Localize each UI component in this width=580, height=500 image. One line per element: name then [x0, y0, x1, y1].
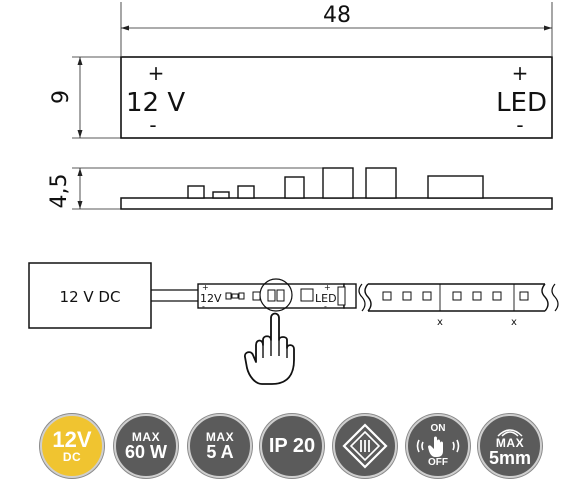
switch-on-label: ON: [430, 423, 446, 434]
voltage-value: 12V: [52, 427, 92, 452]
max-current-badge: MAX 5 A: [188, 414, 252, 478]
controller-input-label: 12V: [200, 292, 222, 305]
feature-badges: 12V DC MAX 60 W MAX 5 A IP 20 ON OFF: [0, 410, 580, 500]
wiring-diagram: 12 V DC + 12V - + LED - x: [28, 262, 559, 385]
output-led-label: LED: [496, 88, 547, 118]
pcb-side-board: [120, 197, 553, 210]
voltage-type: DC: [62, 450, 82, 464]
cut-mark: x: [437, 317, 443, 328]
touch-sensor-highlight: [259, 278, 293, 312]
technical-diagram: 48 9 + 12 V - + LED - 4,5 12 V DC: [28, 2, 559, 385]
max-power-caption: MAX: [131, 430, 161, 444]
output-minus-sign: -: [516, 113, 523, 137]
pointing-hand-icon: [244, 312, 295, 385]
ip-rating-value: IP 20: [268, 435, 316, 457]
input-minus-sign: -: [149, 113, 156, 137]
touch-switch-icon: ON OFF: [406, 414, 470, 478]
svg-text:-: -: [202, 302, 205, 311]
svg-text:+: +: [324, 283, 331, 292]
class-iii-icon: [333, 414, 397, 478]
controller-output-label: LED: [315, 292, 337, 305]
thickness-dimension: 4,5: [47, 174, 72, 209]
voltage-badge: 12V DC: [40, 414, 104, 478]
max-current-caption: MAX: [205, 430, 235, 444]
width-dimension: 48: [323, 3, 351, 28]
ip-rating-badge: IP 20: [260, 414, 324, 478]
max-distance-badge: MAX 5mm: [478, 414, 542, 478]
switch-off-label: OFF: [428, 457, 448, 468]
max-distance-value: 5mm: [488, 448, 532, 468]
max-power-value: 60 W: [124, 442, 167, 462]
input-plus-sign: +: [148, 61, 165, 85]
led-strip: [364, 283, 549, 312]
pcb-top-outline: [120, 56, 553, 139]
cut-mark: x: [511, 317, 517, 328]
top-view: 48 9 + 12 V - + LED -: [49, 2, 553, 139]
power-supply-box: [28, 262, 152, 329]
max-distance-caption: MAX: [495, 436, 525, 450]
height-dimension: 9: [49, 90, 74, 104]
svg-text:+: +: [202, 283, 209, 292]
power-supply-label: 12 V DC: [60, 288, 121, 306]
max-current-value: 5 A: [206, 442, 234, 462]
svg-text:-: -: [324, 302, 327, 311]
max-power-badge: MAX 60 W: [114, 414, 178, 478]
side-view: 4,5: [47, 167, 553, 210]
input-voltage-label: 12 V: [126, 88, 185, 118]
strip-connector: [343, 283, 357, 309]
output-plus-sign: +: [512, 61, 529, 85]
